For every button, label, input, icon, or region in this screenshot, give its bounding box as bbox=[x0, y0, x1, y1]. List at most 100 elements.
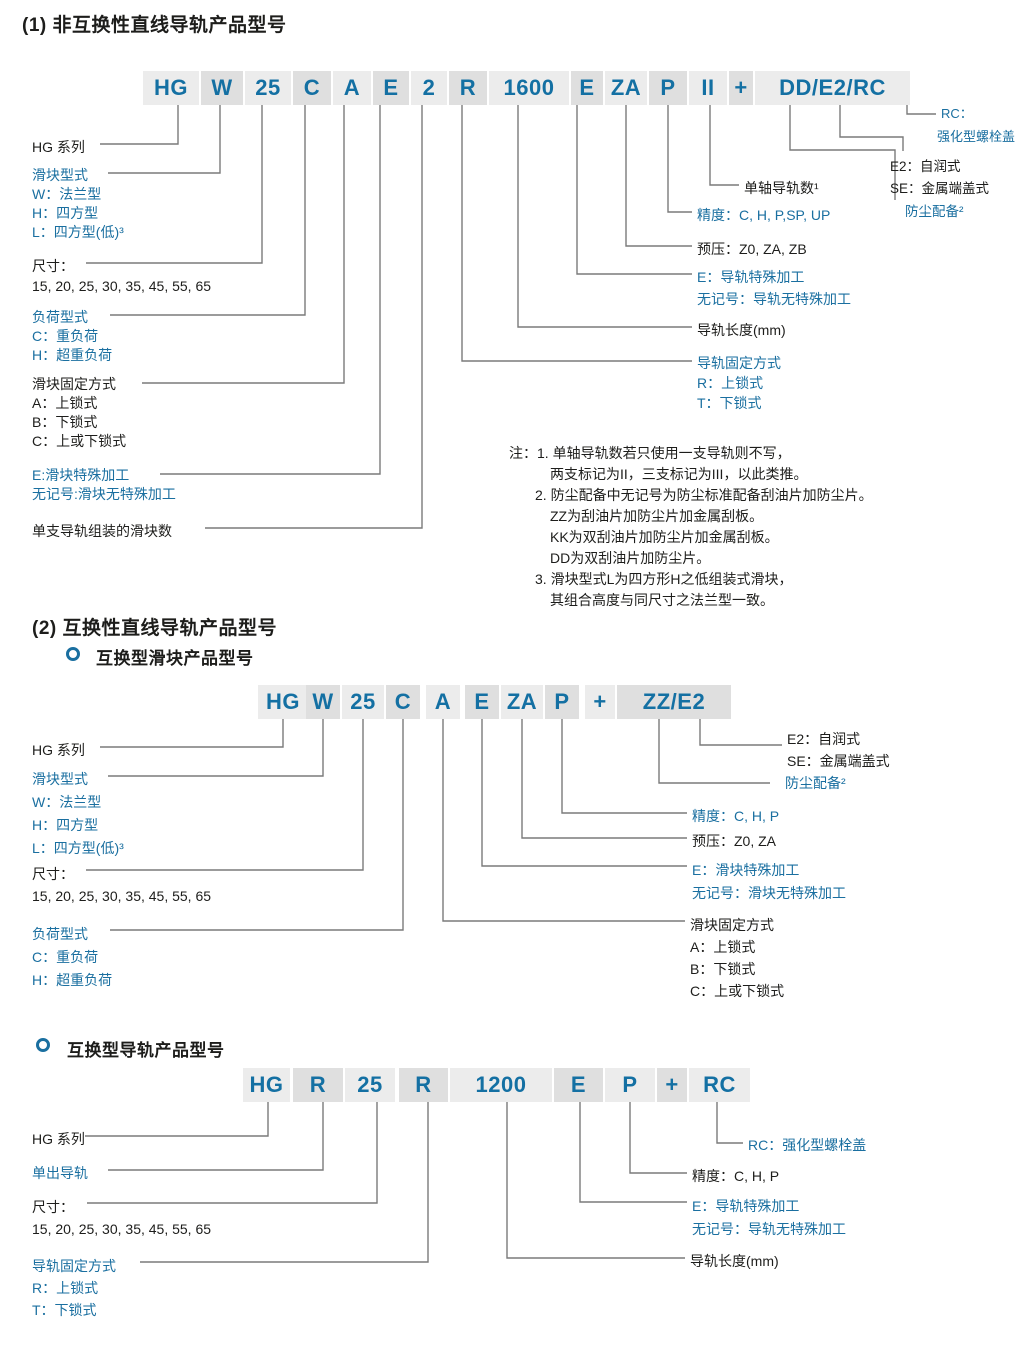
section-title: (1) 非互换性直线导轨产品型号 bbox=[22, 15, 287, 36]
label-block: E：滑块特殊加工无记号：滑块无特殊加工 bbox=[692, 859, 846, 905]
label-block: RC： bbox=[941, 104, 973, 124]
leader-line bbox=[108, 1102, 324, 1171]
label-line: E2：自润式 bbox=[787, 731, 861, 747]
note-line: 3. 滑块型式L为四方形H之低组装式滑块， bbox=[535, 571, 793, 587]
code-segment: + bbox=[729, 71, 753, 105]
code-segment: R bbox=[399, 1068, 448, 1102]
code-segment: 1200 bbox=[450, 1068, 552, 1102]
label-block: 防尘配备² bbox=[785, 773, 846, 793]
label-line: T：下锁式 bbox=[697, 395, 762, 411]
leader-line bbox=[506, 1102, 685, 1259]
label-block: 单出导轨 bbox=[32, 1163, 88, 1183]
label-block: RC：强化型螺栓盖 bbox=[748, 1135, 866, 1155]
label-block: E：导轨特殊加工无记号：导轨无特殊加工 bbox=[692, 1195, 846, 1241]
code-segment: E bbox=[554, 1068, 603, 1102]
label-block: E2：自润式 SE：金属端盖式 bbox=[890, 156, 989, 200]
label-line: HG 系列 bbox=[32, 139, 85, 155]
leader-line bbox=[716, 1102, 743, 1144]
label-line: 无记号：导轨无特殊加工 bbox=[697, 291, 851, 307]
label-line: 强化型螺栓盖 bbox=[937, 129, 1016, 144]
label-line: H：四方型 bbox=[32, 817, 99, 833]
label-line: E2：自润式 bbox=[890, 159, 961, 174]
note-line: ZZ为刮油片加防尘片加金属刮板。 bbox=[550, 508, 764, 524]
label-block: E：导轨特殊加工无记号：导轨无特殊加工 bbox=[697, 266, 851, 310]
code-segment: HG bbox=[258, 685, 308, 719]
leader-line bbox=[108, 719, 324, 777]
label-line: T：下锁式 bbox=[32, 1302, 97, 1318]
code-segment: ZA bbox=[605, 71, 647, 105]
label-line: 尺寸： bbox=[32, 258, 74, 274]
code-segment: II bbox=[689, 71, 727, 105]
code-segment: C bbox=[293, 71, 331, 105]
code-segment: HG bbox=[143, 71, 199, 105]
leader-line bbox=[658, 719, 770, 784]
label-block: 防尘配备² bbox=[905, 202, 964, 222]
label-line: 导轨长度(mm) bbox=[697, 322, 786, 338]
leader-line bbox=[789, 105, 896, 200]
label-line: 尺寸： bbox=[32, 866, 74, 882]
note-line: DD为双刮油片加防尘片。 bbox=[550, 550, 711, 566]
note-line: 两支标记为II，三支标记为III，以此类推。 bbox=[550, 466, 808, 482]
label-line: 无记号：滑块无特殊加工 bbox=[692, 885, 846, 901]
leader-line bbox=[481, 719, 687, 867]
code-segment: ZA bbox=[501, 685, 543, 719]
label-line: 精度：C, H, P bbox=[692, 808, 780, 824]
label-line: L：四方型(低)³ bbox=[32, 840, 124, 856]
label-block: 精度：C, H, P,SP, UP bbox=[697, 205, 830, 225]
label-block: 预压：Z0, ZA, ZB bbox=[697, 239, 807, 259]
code-segment: 2 bbox=[411, 71, 447, 105]
code-segment: E bbox=[373, 71, 409, 105]
label-line: E：滑块特殊加工 bbox=[692, 862, 800, 878]
leader-line bbox=[561, 719, 687, 814]
label-line: C：上或下锁式 bbox=[32, 433, 127, 449]
label-line: 精度：C, H, P,SP, UP bbox=[697, 207, 831, 223]
label-line: 单出导轨 bbox=[32, 1165, 88, 1181]
leader-line bbox=[108, 105, 221, 174]
label-block: 强化型螺栓盖 bbox=[937, 127, 1015, 147]
leader-line bbox=[579, 1102, 687, 1203]
label-line: SE：金属端盖式 bbox=[890, 181, 990, 196]
leader-line bbox=[699, 719, 782, 746]
note-line: KK为双刮油片加防尘片加金属刮板。 bbox=[550, 529, 779, 545]
code-segment: 25 bbox=[345, 1068, 395, 1102]
label-line: RC：强化型螺栓盖 bbox=[748, 1137, 867, 1153]
label-line: 导轨固定方式 bbox=[32, 1258, 116, 1274]
label-line: H：超重负荷 bbox=[32, 347, 113, 363]
label-block: 尺寸： 15, 20, 25, 30, 35, 45, 55, 65 bbox=[32, 863, 211, 907]
label-block: E:滑块特殊加工无记号:滑块无特殊加工 bbox=[32, 466, 176, 504]
label-line: W：法兰型 bbox=[32, 186, 102, 202]
label-line: 15, 20, 25, 30, 35, 45, 55, 65 bbox=[32, 888, 212, 904]
code-segment: ZZ/E2 bbox=[617, 685, 731, 719]
leader-line bbox=[85, 1102, 269, 1137]
leader-line bbox=[667, 105, 692, 213]
label-line: E:滑块特殊加工 bbox=[32, 467, 130, 483]
note-line: 其组合高度与同尺寸之法兰型一致。 bbox=[550, 592, 774, 608]
note-line: 注：1. 单轴导轨数若只使用一支导轨则不写， bbox=[509, 445, 791, 461]
leader-line bbox=[86, 719, 364, 871]
label-line: 单轴导轨数¹ bbox=[744, 180, 819, 196]
label-line: 无记号：导轨无特殊加工 bbox=[692, 1221, 846, 1237]
label-line: H：四方型 bbox=[32, 205, 99, 221]
leader-line bbox=[205, 105, 423, 529]
leader-line bbox=[709, 105, 739, 186]
bullet-icon bbox=[66, 647, 80, 661]
code-segment: P bbox=[605, 1068, 655, 1102]
leader-line bbox=[87, 1102, 378, 1204]
code-segment: W bbox=[201, 71, 243, 105]
label-line: 负荷型式 bbox=[32, 309, 88, 325]
label-line: 无记号:滑块无特殊加工 bbox=[32, 486, 176, 502]
label-block: 单轴导轨数¹ bbox=[744, 178, 819, 198]
label-block: HG 系列 bbox=[32, 1129, 85, 1149]
label-block: 精度：C, H, P bbox=[692, 1166, 779, 1186]
code-segment: A bbox=[426, 685, 460, 719]
label-line: E：导轨特殊加工 bbox=[697, 269, 805, 285]
label-block: HG 系列 bbox=[32, 740, 85, 760]
label-line: 预压：Z0, ZA, ZB bbox=[697, 241, 807, 257]
code-segment: C bbox=[386, 685, 420, 719]
